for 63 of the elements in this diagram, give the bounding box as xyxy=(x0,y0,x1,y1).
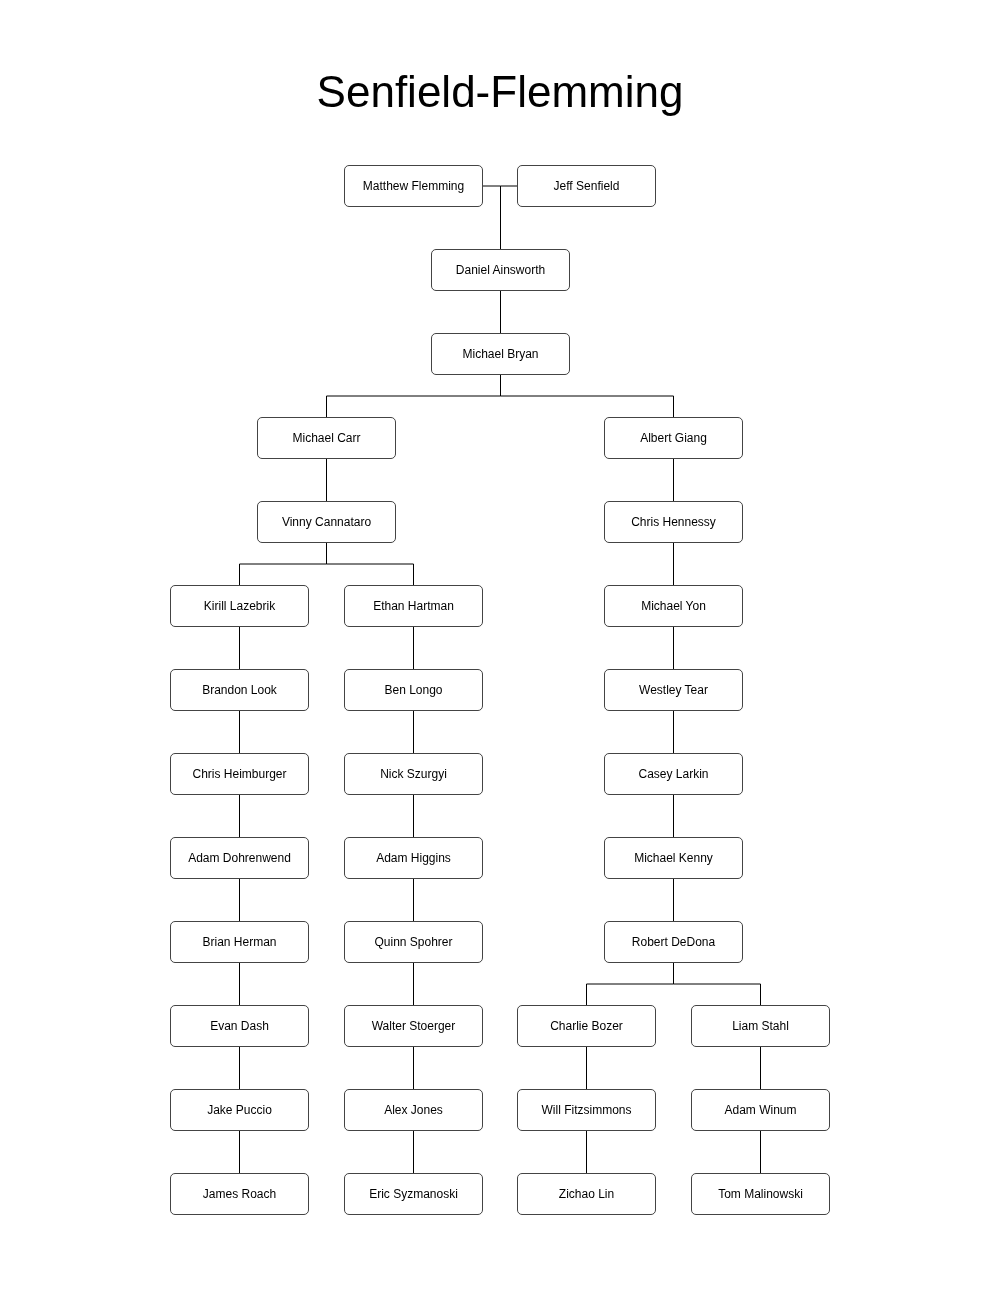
connector-line xyxy=(413,626,414,670)
name-box: Charlie Bozer xyxy=(517,1005,656,1047)
name-box: Eric Syzmanoski xyxy=(344,1173,483,1215)
name-box: Westley Tear xyxy=(604,669,743,711)
name-box: Adam Winum xyxy=(691,1089,830,1131)
name-box: Tom Malinowski xyxy=(691,1173,830,1215)
connector-line xyxy=(413,1130,414,1174)
connector-line xyxy=(500,185,518,250)
connector-line xyxy=(326,458,327,502)
name-box: Brandon Look xyxy=(170,669,309,711)
connector-line xyxy=(673,542,674,586)
name-box: Kirill Lazebrik xyxy=(170,585,309,627)
connector-line xyxy=(413,710,414,754)
name-box: Casey Larkin xyxy=(604,753,743,795)
name-box: Michael Yon xyxy=(604,585,743,627)
name-box: Adam Dohrenwend xyxy=(170,837,309,879)
connector-line xyxy=(413,962,414,1006)
diagram-title: Senfield-Flemming xyxy=(316,66,684,118)
connector-line xyxy=(760,1046,761,1090)
name-box: Chris Hennessy xyxy=(604,501,743,543)
connector-line xyxy=(413,878,414,922)
name-box: Zichao Lin xyxy=(517,1173,656,1215)
name-box: Adam Higgins xyxy=(344,837,483,879)
connector-line xyxy=(239,1046,240,1090)
name-box: Nick Szurgyi xyxy=(344,753,483,795)
connector-line xyxy=(239,710,240,754)
connector-line xyxy=(673,878,674,922)
name-box: Michael Kenny xyxy=(604,837,743,879)
connector-line xyxy=(413,794,414,838)
connector-line xyxy=(673,458,674,502)
connector-line xyxy=(239,962,240,1006)
name-box: Michael Bryan xyxy=(431,333,570,375)
name-box: Ethan Hartman xyxy=(344,585,483,627)
connector-line xyxy=(239,794,240,838)
name-box: Vinny Cannataro xyxy=(257,501,396,543)
connector-line xyxy=(673,626,674,670)
name-box: Chris Heimburger xyxy=(170,753,309,795)
name-box: Quinn Spohrer xyxy=(344,921,483,963)
name-box: Brian Herman xyxy=(170,921,309,963)
name-box: Michael Carr xyxy=(257,417,396,459)
connector-line xyxy=(239,626,240,670)
connector-line xyxy=(673,794,674,838)
connector-line xyxy=(760,1130,761,1174)
name-box: James Roach xyxy=(170,1173,309,1215)
name-box: Alex Jones xyxy=(344,1089,483,1131)
name-box: Daniel Ainsworth xyxy=(431,249,570,291)
name-box: Liam Stahl xyxy=(691,1005,830,1047)
name-box: Albert Giang xyxy=(604,417,743,459)
name-box: Jake Puccio xyxy=(170,1089,309,1131)
name-box: Walter Stoerger xyxy=(344,1005,483,1047)
name-box: Matthew Flemming xyxy=(344,165,483,207)
name-box: Evan Dash xyxy=(170,1005,309,1047)
name-box: Jeff Senfield xyxy=(517,165,656,207)
connector-line xyxy=(413,1046,414,1090)
name-box: Ben Longo xyxy=(344,669,483,711)
name-box: Robert DeDona xyxy=(604,921,743,963)
name-box: Will Fitzsimmons xyxy=(517,1089,656,1131)
connector-line xyxy=(673,710,674,754)
connector-line xyxy=(239,1130,240,1174)
connector-line xyxy=(586,1046,587,1090)
connector-line xyxy=(239,878,240,922)
connector-line xyxy=(586,1130,587,1174)
connector-line xyxy=(500,290,501,334)
